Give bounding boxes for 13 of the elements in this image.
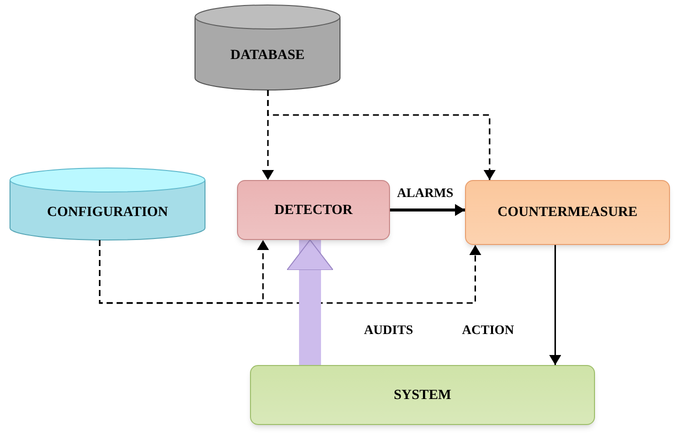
arrow	[98, 240, 482, 304]
process-box	[465, 180, 670, 245]
node-label: DETECTOR	[274, 202, 353, 220]
process-box	[237, 180, 390, 240]
arrow	[390, 204, 465, 216]
arrow	[549, 245, 562, 365]
node-label: DATABASE	[230, 47, 305, 65]
node-label: SYSTEM	[394, 386, 452, 404]
block-arrow	[286, 240, 334, 365]
node-label: CONFIGURATION	[46, 204, 168, 222]
process-box	[250, 365, 595, 425]
arrow	[267, 90, 496, 180]
node-label: COUNTERMEASURE	[497, 204, 638, 222]
